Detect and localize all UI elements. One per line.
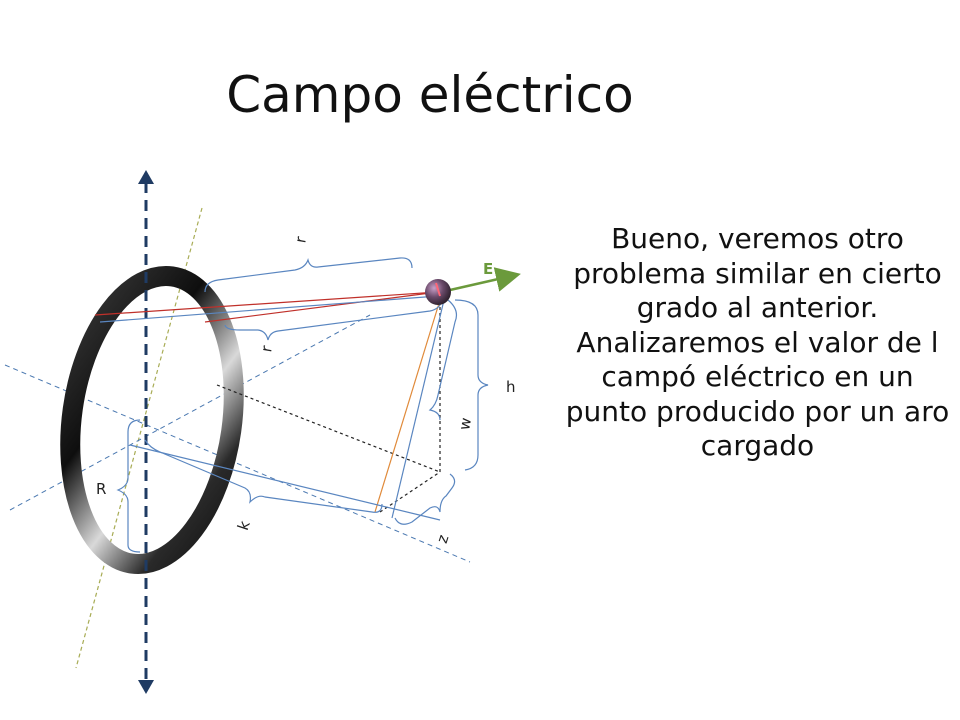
- label-E: E: [483, 260, 493, 278]
- projection-line-base: [379, 471, 441, 513]
- blue-line-w: [391, 299, 445, 519]
- label-r-mid: r: [257, 343, 276, 353]
- page-title: Campo eléctrico: [226, 66, 634, 124]
- field-vector-arrow: [449, 267, 521, 292]
- label-z: z: [433, 532, 453, 545]
- brace-h: [454, 299, 489, 471]
- projection-line: [216, 384, 441, 473]
- body-text: Bueno, veremos otro problema similar en …: [565, 222, 950, 462]
- label-h: h: [506, 378, 516, 396]
- charged-ring: [60, 265, 244, 575]
- label-r-top: r: [291, 234, 310, 244]
- brace-r-mid: [224, 299, 443, 341]
- label-R: R: [96, 480, 106, 498]
- orange-line: [374, 299, 441, 513]
- label-w: w: [455, 416, 475, 431]
- red-line-upper: [94, 291, 439, 316]
- blue-line-r: [99, 295, 439, 323]
- axis-arrow-bottom-icon: [138, 680, 154, 694]
- blue-line-base: [129, 444, 441, 521]
- brace-r-top: [204, 257, 413, 293]
- brace-z: [394, 473, 456, 525]
- red-line-lower: [204, 291, 439, 323]
- label-k: k: [234, 518, 254, 532]
- brace-k: [144, 439, 383, 513]
- axis-arrow-top-icon: [138, 170, 154, 184]
- brace-w: [428, 299, 458, 421]
- sphere-highlight: [435, 282, 441, 297]
- brace-R: [116, 419, 141, 553]
